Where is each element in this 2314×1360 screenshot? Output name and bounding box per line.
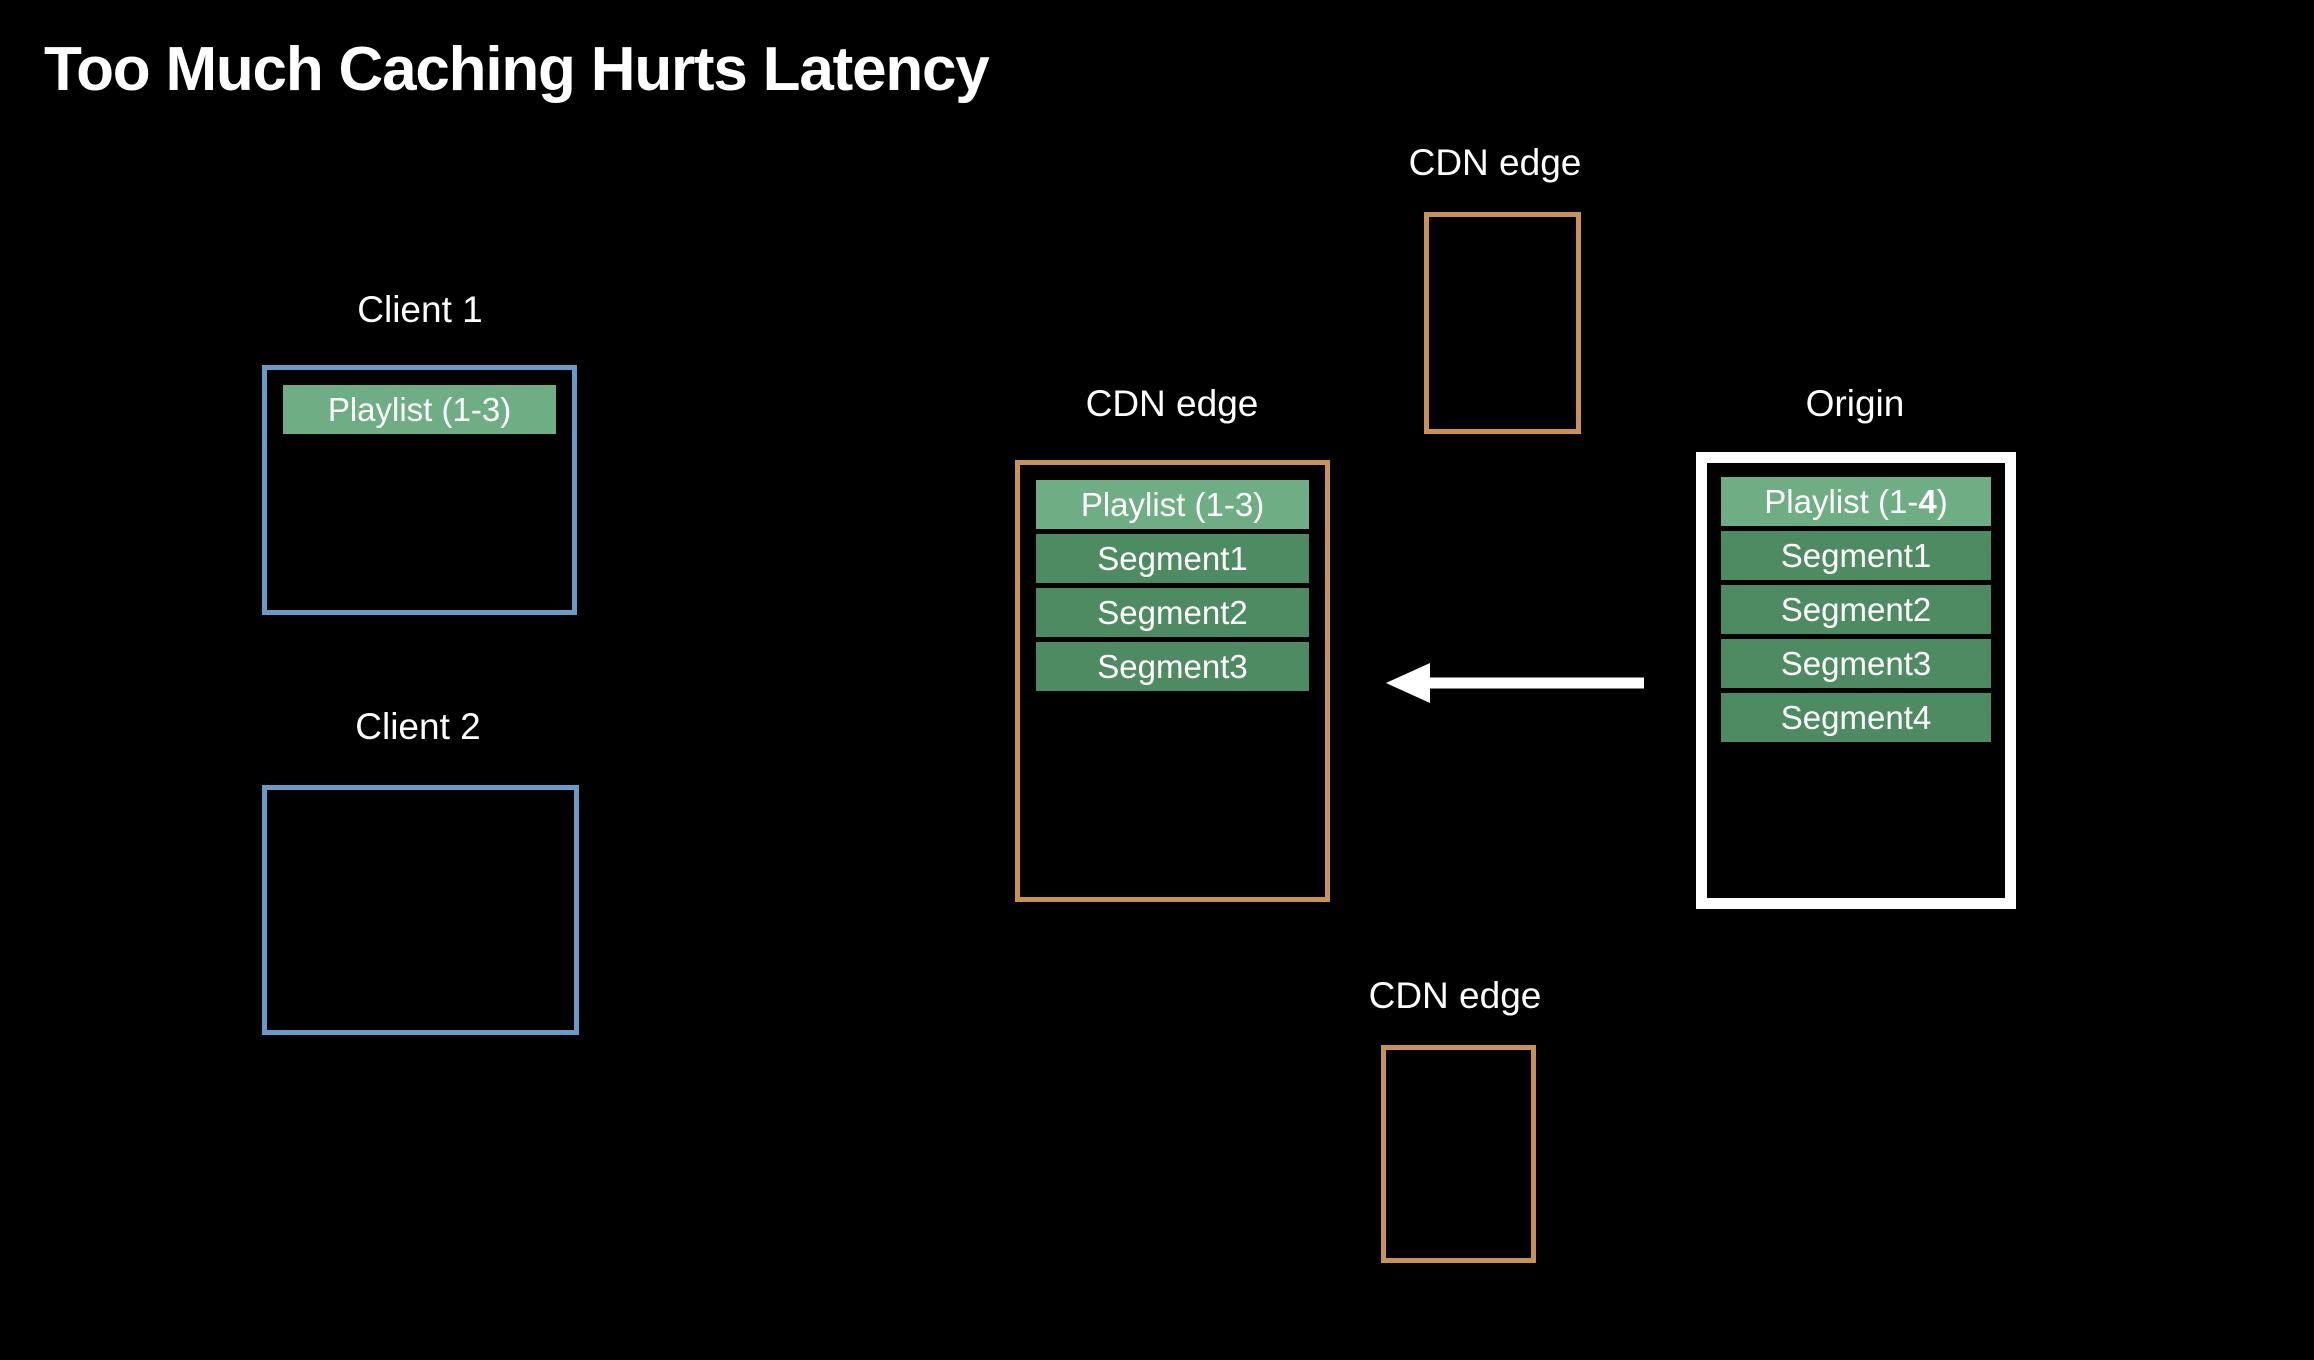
origin-segment3-chip[interactable]: Segment3 <box>1721 639 1991 688</box>
cdn-edge-top-chip-stack <box>1429 217 1576 232</box>
origin-to-cdn-edge-arrow <box>1386 660 1648 706</box>
cdn-edge-bottom-label: CDN edge <box>1368 975 1542 1016</box>
client2-label: Client 2 <box>355 706 481 747</box>
arrow-head-icon <box>1386 663 1430 703</box>
origin-box[interactable]: Playlist (1-4) Segment1 Segment2 Segment… <box>1696 452 2016 909</box>
client1-chip-stack: Playlist (1-3) <box>267 370 572 434</box>
cdn-edge-middle-segment2-chip[interactable]: Segment2 <box>1036 588 1309 637</box>
origin-label: Origin <box>1805 383 1905 424</box>
client1-label: Client 1 <box>357 289 483 330</box>
cdn-edge-top-box[interactable] <box>1424 212 1581 434</box>
origin-playlist-suffix: ) <box>1936 483 1948 520</box>
cdn-edge-middle-segment3-chip[interactable]: Segment3 <box>1036 642 1309 691</box>
cdn-edge-middle-segment1-chip[interactable]: Segment1 <box>1036 534 1309 583</box>
origin-playlist-emphasis: 4 <box>1918 483 1937 520</box>
client1-box[interactable]: Playlist (1-3) <box>262 365 577 615</box>
client2-box[interactable] <box>262 785 579 1035</box>
origin-playlist-chip[interactable]: Playlist (1-4) <box>1721 477 1991 526</box>
cdn-edge-middle-label: CDN edge <box>1085 383 1259 424</box>
origin-segment4-chip[interactable]: Segment4 <box>1721 693 1991 742</box>
origin-segment2-chip[interactable]: Segment2 <box>1721 585 1991 634</box>
cdn-edge-middle-box[interactable]: Playlist (1-3) Segment1 Segment2 Segment… <box>1015 460 1330 902</box>
cdn-edge-middle-playlist-chip[interactable]: Playlist (1-3) <box>1036 480 1309 529</box>
client2-chip-stack <box>267 790 574 805</box>
cdn-edge-middle-chip-stack: Playlist (1-3) Segment1 Segment2 Segment… <box>1020 465 1325 691</box>
cdn-edge-top-label: CDN edge <box>1408 142 1582 183</box>
cdn-edge-bottom-chip-stack <box>1386 1050 1531 1065</box>
client1-playlist-chip[interactable]: Playlist (1-3) <box>283 385 556 434</box>
page-title: Too Much Caching Hurts Latency <box>44 35 990 104</box>
arrow-shaft <box>1426 677 1644 689</box>
origin-playlist-prefix: Playlist (1- <box>1764 483 1919 520</box>
origin-chip-stack: Playlist (1-4) Segment1 Segment2 Segment… <box>1707 463 2005 742</box>
cdn-edge-bottom-box[interactable] <box>1381 1045 1536 1263</box>
origin-segment1-chip[interactable]: Segment1 <box>1721 531 1991 580</box>
